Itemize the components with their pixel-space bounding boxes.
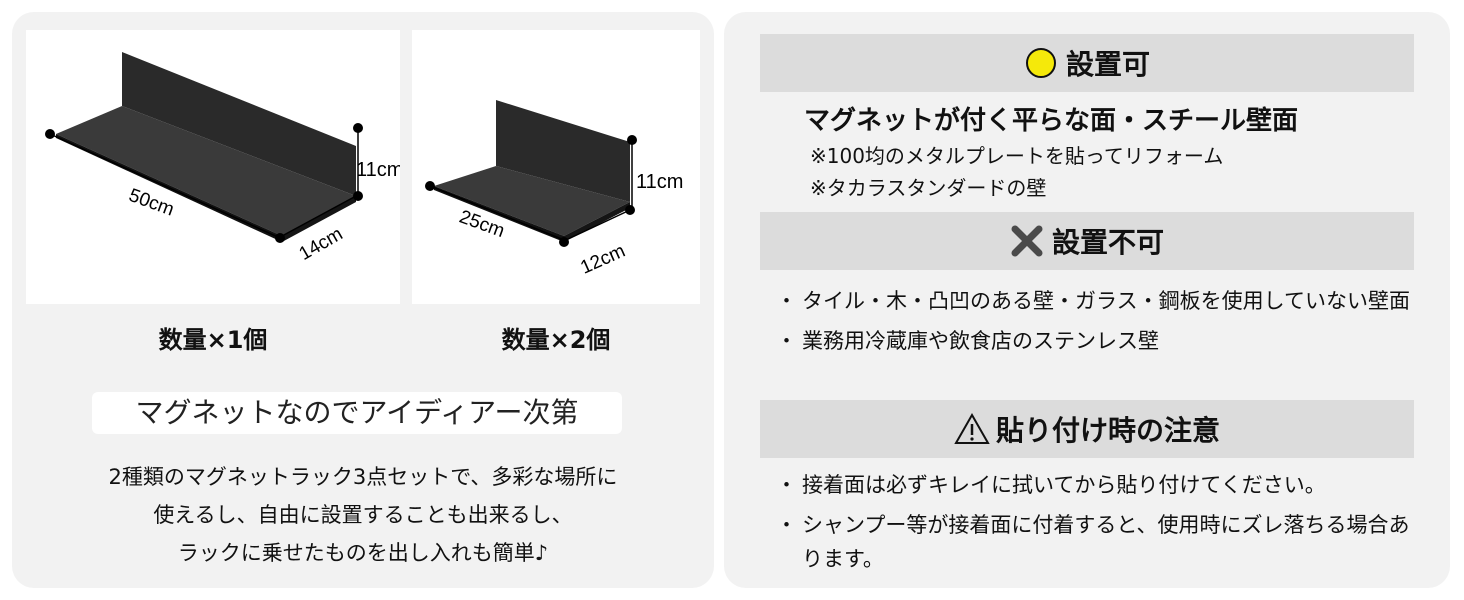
list-item: タイル・木・凸凹のある壁・ガラス・鋼板を使用していない壁面 <box>776 284 1426 318</box>
small-shelf-image: 25cm 12cm 11cm <box>412 30 700 304</box>
list-item: 接着面は必ずキレイに拭いてから貼り付けてください。 <box>776 468 1426 502</box>
large-shelf-image: 50cm 14cm 11cm <box>26 30 400 304</box>
caution-list: 接着面は必ずキレイに拭いてから貼り付けてください。 シャンプー等が接着面に付着す… <box>776 468 1426 582</box>
quantity-label-1: 数量×1個 <box>158 326 268 354</box>
installable-heading: 設置可 <box>1065 48 1150 81</box>
caution-header: 貼り付け時の注意 <box>760 400 1414 458</box>
quantity-label-2: 数量×2個 <box>501 326 611 354</box>
installable-surface: マグネットが付く平らな面・スチール壁面 <box>804 106 1299 136</box>
right-panel: 設置可 マグネットが付く平らな面・スチール壁面 ※100均のメタルプレートを貼っ… <box>724 12 1450 588</box>
not-installable-header: 設置不可 <box>760 212 1414 270</box>
description: 2種類のマグネットラック3点セットで、多彩な場所に 使えるし、自由に設置すること… <box>32 458 694 572</box>
installable-note: ※100均のメタルプレートを貼ってリフォーム <box>810 144 1224 168</box>
idea-heading: マグネットなのでアイディアー次第 <box>92 392 622 434</box>
not-installable-list: タイル・木・凸凹のある壁・ガラス・鋼板を使用していない壁面 業務用冷蔵庫や飲食店… <box>776 284 1426 364</box>
description-line: ラックに乗せたものを出し入れも簡単♪ <box>177 541 549 565</box>
caution-heading: 貼り付け時の注意 <box>995 414 1220 447</box>
list-item: 業務用冷蔵庫や飲食店のステンレス壁 <box>776 324 1426 358</box>
description-line: 使えるし、自由に設置することも出来るし、 <box>153 503 573 527</box>
height-label-2: 11cm <box>636 171 683 193</box>
height-label-1: 11cm <box>356 159 400 181</box>
not-installable-heading: 設置不可 <box>1051 226 1164 259</box>
left-panel: 50cm 14cm 11cm 25cm 12cm 11cm 数量×1個 数量×2… <box>12 12 714 588</box>
width-label-1: 50cm <box>126 185 177 221</box>
warning-icon <box>954 412 990 446</box>
yellow-circle-icon <box>1024 46 1058 80</box>
description-line: 2種類のマグネットラック3点セットで、多彩な場所に <box>108 465 618 489</box>
x-mark-icon <box>1010 224 1044 258</box>
installable-note: ※タカラスタンダードの壁 <box>810 176 1047 200</box>
installable-header: 設置可 <box>760 34 1414 92</box>
depth-label-2: 12cm <box>577 241 628 279</box>
list-item: シャンプー等が接着面に付着すると、使用時にズレ落ちる場合あります。 <box>776 508 1426 576</box>
